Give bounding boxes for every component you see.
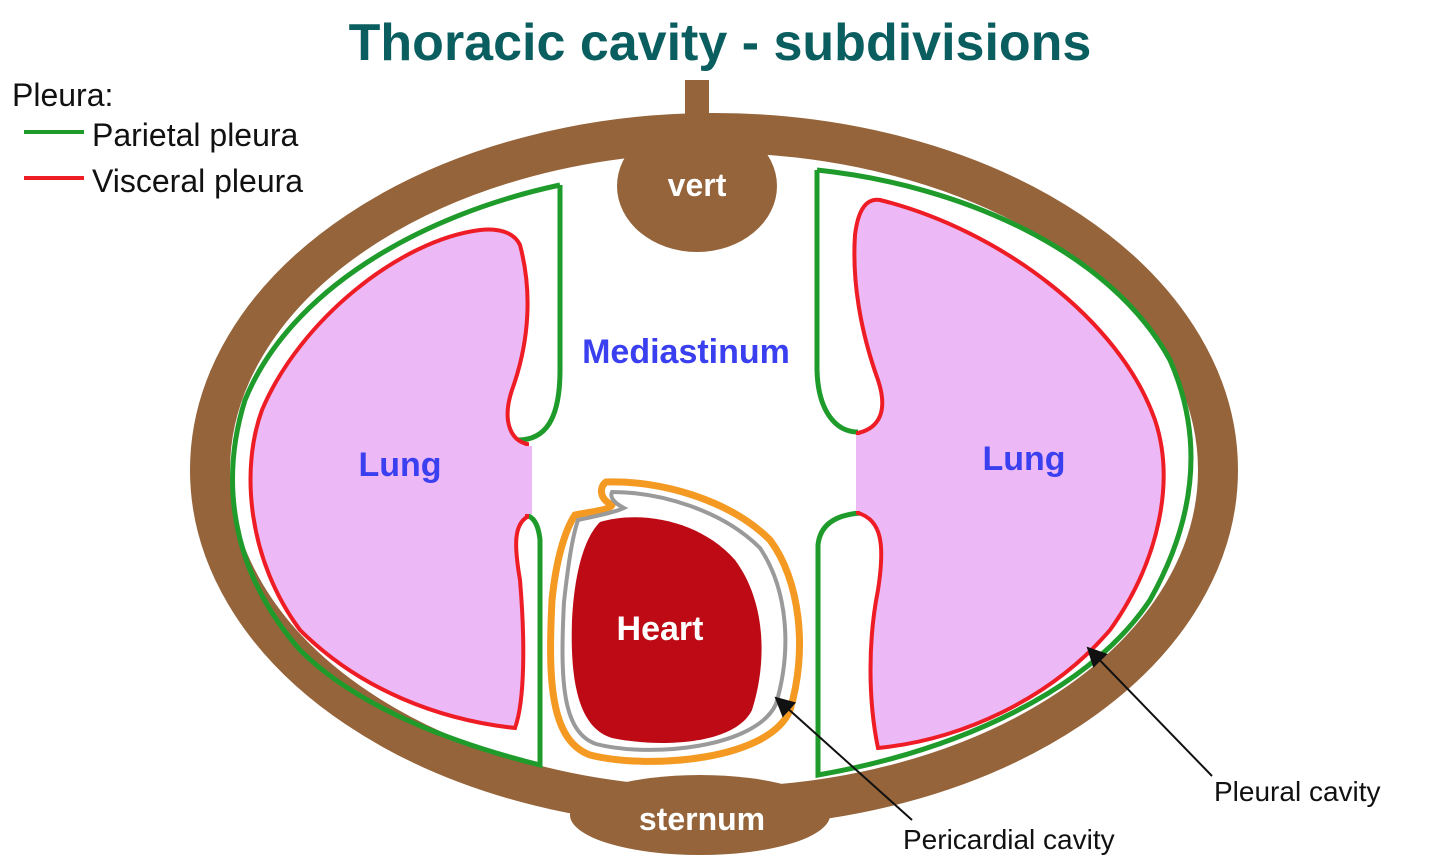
mediastinum-label: Mediastinum [582, 333, 790, 371]
right-lung-label: Lung [982, 440, 1065, 478]
diagram-title: Thoracic cavity - subdivisions [349, 14, 1092, 72]
right-hilum [856, 435, 878, 511]
sternum [570, 775, 830, 855]
heart [571, 517, 762, 743]
left-lung [248, 227, 530, 731]
legend-label-visceral: Visceral pleura [92, 163, 303, 199]
sternum-label: sternum [639, 801, 765, 837]
vertebra-label: vert [668, 167, 727, 203]
left-hilum [510, 446, 532, 514]
right-parietal-pleura [814, 167, 1194, 778]
right-lung [852, 197, 1166, 751]
pericardial-cavity-label: Pericardial cavity [903, 824, 1115, 855]
legend: Pleura: Parietal pleura Visceral pleura [12, 77, 303, 199]
pericardial-cavity-arrow [774, 696, 913, 821]
pericardium-inner [560, 489, 788, 752]
pleural-cavity-arrow [1086, 646, 1213, 777]
left-lung-label: Lung [358, 446, 441, 484]
legend-heading: Pleura: [12, 77, 113, 113]
left-parietal-pleura [230, 182, 563, 769]
heart-label: Heart [617, 610, 704, 648]
pleural-cavity-label: Pleural cavity [1214, 776, 1381, 807]
legend-label-parietal: Parietal pleura [92, 117, 299, 153]
vertebra [617, 120, 777, 252]
